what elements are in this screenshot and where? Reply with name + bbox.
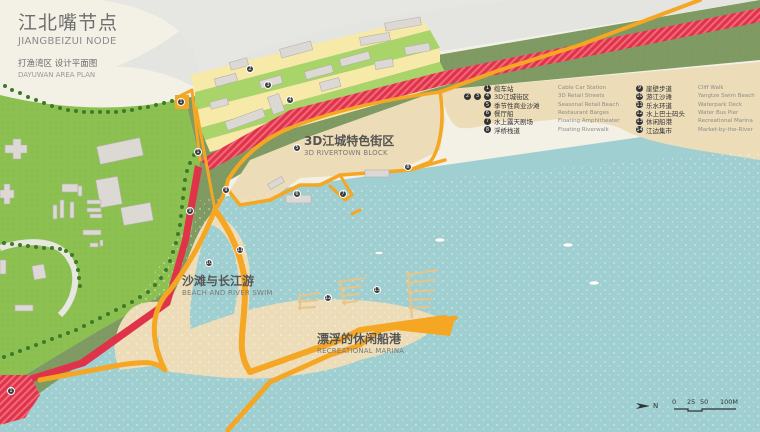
legend-item-cn: 乐水环道 — [646, 101, 672, 110]
map-marker: 3 — [264, 81, 272, 89]
map-marker: 10 — [205, 259, 213, 267]
legend-item-cn: 浮桥栈道 — [494, 126, 520, 135]
title-en: JIANGBEIZUI NODE — [18, 36, 117, 47]
map-marker: 4 — [286, 96, 294, 104]
legend-item-en: Floating Amphitheater — [558, 118, 620, 125]
map-marker: 8 — [404, 163, 412, 171]
zone-marina-cn: 漂浮的休闲船港 — [317, 332, 402, 346]
zone-beach-cn: 沙滩与长江游 — [182, 274, 255, 288]
legend-right: 9 崖壁步道 Cliff Walk 10 游江沙滩 Yangtze Swim B… — [636, 84, 760, 135]
legend-number-badge: 11 — [636, 101, 643, 109]
map-marker: 9 — [186, 207, 194, 215]
legend-item: 12 水上巴士码头 Water Bus Pier — [636, 109, 760, 119]
legend-number-badge: 3 — [474, 92, 481, 100]
legend-item: 10 游江沙滩 Yangtze Swim Beach — [636, 92, 760, 102]
map-marker: 5 — [293, 144, 301, 152]
legend-item-en: Cable Car Station — [558, 85, 607, 92]
legend-item-cn: 缆车站 — [494, 85, 514, 94]
map-marker: 2 — [246, 65, 254, 73]
legend-item-cn: 季节性商业沙滩 — [494, 101, 540, 110]
scale-line — [674, 408, 736, 412]
map-marker: 6 — [293, 190, 301, 198]
subtitle-cn: 打渔湾区 设计平面图 — [18, 59, 98, 69]
map-marker: 13 — [373, 286, 381, 294]
zone-rivertown-en: 3D RIVERTOWN BLOCK — [304, 149, 388, 157]
legend-item-en: Cliff Walk — [698, 85, 724, 92]
legend-item: 5 季节性商业沙滩 Seasonal Retail Beach — [484, 101, 620, 110]
legend-item-en: Floating Riverwalk — [558, 126, 609, 133]
zone-marina-en: RECREATIONAL MARINA — [317, 347, 405, 355]
legend-number-badge: 13 — [636, 117, 643, 125]
zone-label-beach: 沙滩与长江游 BEACH AND RIVER SWIM — [182, 272, 273, 297]
zone-label-rivertown: 3D江城特色街区 3D RIVERTOWN BLOCK — [304, 132, 394, 157]
legend-item-cn: 崖壁步道 — [646, 85, 672, 94]
legend-item-cn: 江边集市 — [646, 126, 672, 135]
legend-item-en: Waterpark Deck — [698, 101, 743, 108]
legend-item: 13 休闲船港 Recreational Marina — [636, 117, 760, 127]
legend-number-badge: 4 — [484, 92, 491, 100]
legend-item: 7 水上露天剧场 Floating Amphitheater — [484, 117, 620, 127]
legend-item-en: Market-by-the-River — [698, 126, 753, 133]
legend-number-badge: 9 — [636, 84, 643, 92]
scale-tick: 0 — [672, 398, 677, 406]
legend-item-en: Water Bus Pier — [698, 110, 739, 117]
legend-item-cn: 水上露天剧场 — [494, 118, 533, 127]
map-marker: 11 — [236, 246, 244, 254]
map-marker: 1 — [177, 98, 185, 106]
legend-item-cn: 休闲船港 — [646, 118, 672, 127]
legend-item-cn: 餐厅船 — [494, 110, 514, 119]
legend-number-badge: 2 — [464, 92, 471, 100]
scale-bar: 0 25 50 100M — [672, 398, 742, 414]
legend-number-badge: 1 — [484, 84, 491, 92]
legend-item: 14 江边集市 Market-by-the-River — [636, 125, 760, 135]
legend-item-cn: 游江沙滩 — [646, 93, 672, 102]
legend-number-badge: 8 — [484, 126, 491, 134]
legend-number-badge: 6 — [484, 109, 491, 117]
zone-label-marina: 漂浮的休闲船港 RECREATIONAL MARINA — [317, 330, 404, 355]
legend-number-badge: 5 — [484, 101, 491, 109]
legend-number-badge: 14 — [636, 126, 643, 134]
legend-item: 1 缆车站 Cable Car Station — [484, 84, 620, 94]
subtitle-en: DAYUWAN AREA PLAN — [18, 71, 96, 79]
legend-left: 1 缆车站 Cable Car Station 2 3 4 3D江城街区 3D … — [464, 84, 620, 135]
legend-item-en: 3D Retail Streets — [558, 93, 605, 100]
legend-item-en: Yangtze Swim Beach — [698, 93, 755, 100]
legend-item-cn: 3D江城街区 — [494, 93, 530, 102]
title-cn: 江北嘴节点 — [18, 12, 119, 34]
zone-beach-en: BEACH AND RIVER SWIM — [182, 289, 273, 297]
map-marker: 1 — [194, 148, 202, 156]
legend-item: 9 崖壁步道 Cliff Walk — [636, 84, 760, 94]
legend-number-badge: 10 — [636, 92, 643, 100]
north-arrow: N — [636, 402, 658, 410]
zone-rivertown-cn: 3D江城特色街区 — [304, 134, 395, 148]
legend-item-en: Recreational Marina — [698, 118, 753, 125]
legend-item-en: Restaurant Barges — [558, 110, 609, 117]
legend-number-badge: 12 — [636, 109, 643, 117]
north-arrow-icon — [636, 403, 650, 409]
legend-number-badge: 7 — [484, 117, 491, 125]
map-marker: 1 — [7, 387, 15, 395]
map-marker: 12 — [324, 294, 332, 302]
scale-tick: 100M — [720, 398, 739, 406]
north-label: N — [653, 402, 659, 410]
scale-tick: 25 — [687, 398, 696, 406]
legend-item: 6 餐厅船 Restaurant Barges — [484, 109, 620, 119]
legend-item: 11 乐水环道 Waterpark Deck — [636, 101, 760, 110]
scale-tick: 50 — [700, 398, 709, 406]
title-block: 江北嘴节点 JIANGBEIZUI NODE 打渔湾区 设计平面图 DAYUWA… — [18, 12, 118, 79]
legend-item: 8 浮桥栈道 Floating Riverwalk — [484, 125, 620, 135]
map-marker: 9 — [222, 186, 230, 194]
map-marker: 7 — [339, 190, 347, 198]
legend-item: 2 3 4 3D江城街区 3D Retail Streets — [464, 92, 620, 102]
legend-item-cn: 水上巴士码头 — [646, 110, 685, 119]
legend-item-en: Seasonal Retail Beach — [558, 101, 619, 108]
